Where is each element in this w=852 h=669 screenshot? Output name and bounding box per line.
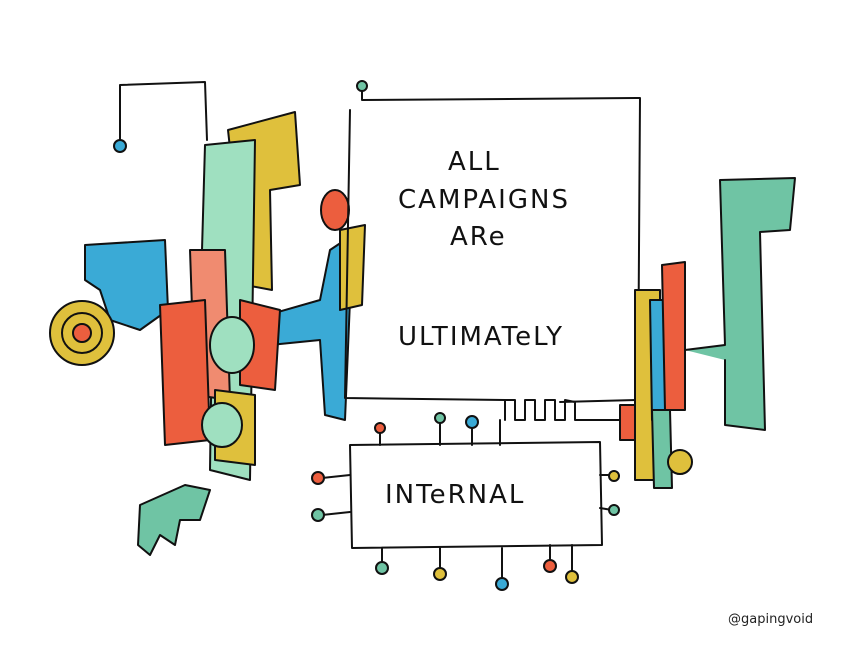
text-line-2: CAMPAIGNS (398, 185, 570, 215)
text-line-4: ULTIMATeLY (398, 322, 564, 352)
text-line-3: ARe (450, 222, 507, 252)
teal-comb-shape (684, 177, 796, 431)
zigzag-wire (504, 399, 621, 421)
antenna-line (119, 81, 208, 141)
internal-label: INTeRNAL (385, 480, 525, 510)
sign-board (344, 87, 641, 403)
antenna-dot (113, 139, 127, 153)
text-line-1: ALL (448, 147, 501, 177)
internal-box (349, 441, 603, 549)
teal-hand-shape (137, 484, 211, 556)
signature: @gapingvoid (728, 612, 814, 627)
blue-left-shape (84, 239, 169, 331)
blue-arm-shape (249, 239, 351, 421)
